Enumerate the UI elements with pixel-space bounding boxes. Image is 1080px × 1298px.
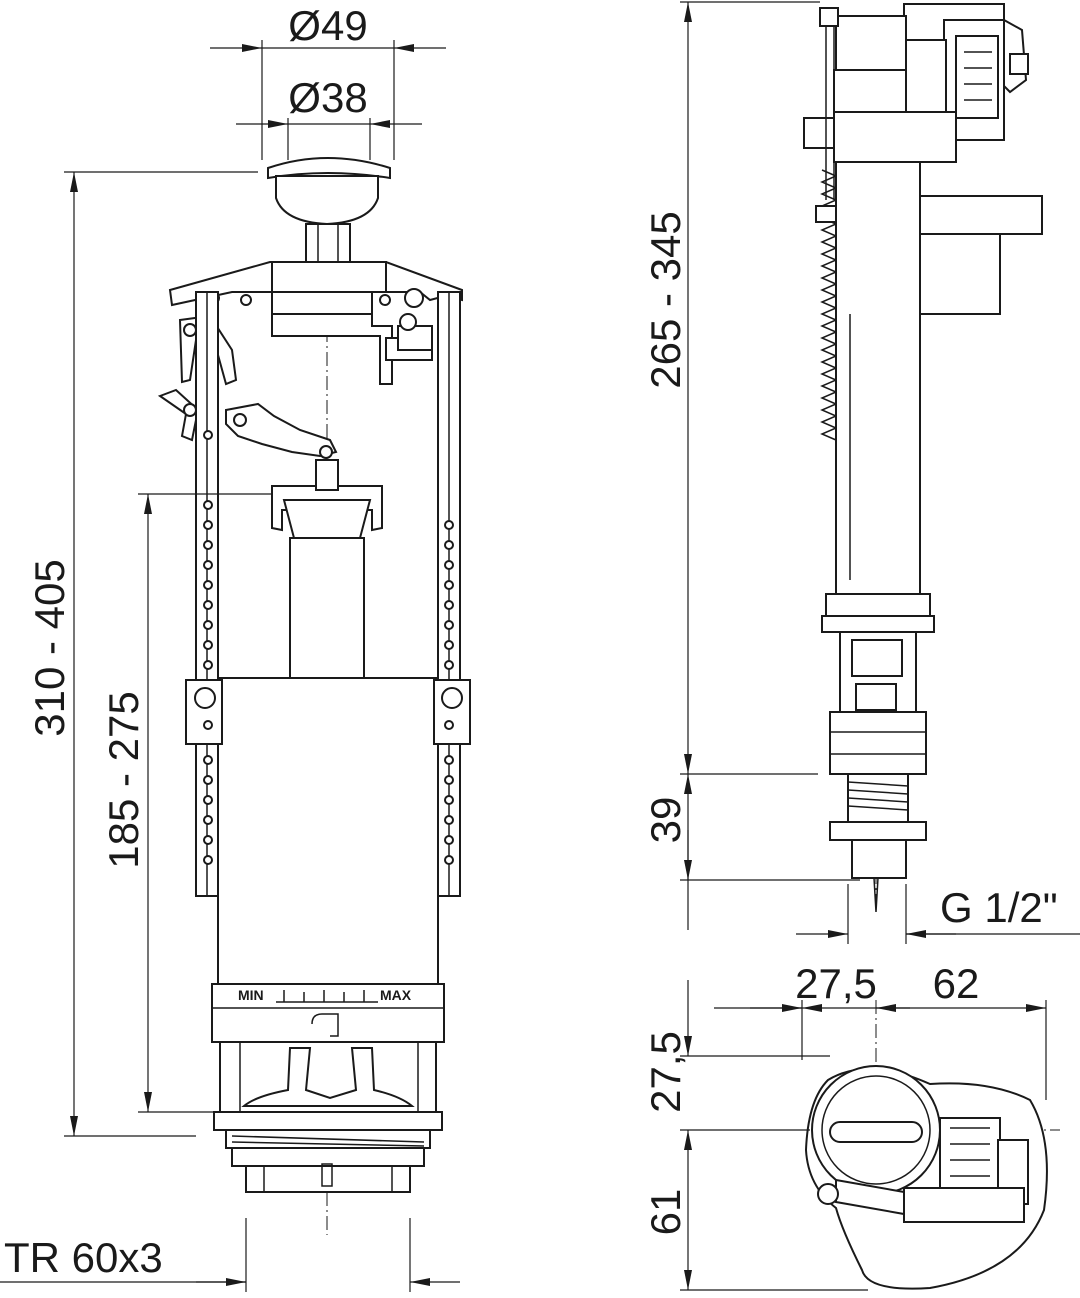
dim-flush-dia-outer: Ø49: [210, 2, 446, 160]
flush-threaded-base: [225, 1129, 431, 1193]
fill-shank-label: 39: [642, 797, 689, 844]
dim-top-vertical: 27,5 61: [642, 980, 868, 1291]
fill-height-label: 265 - 345: [642, 211, 689, 388]
dim-fill-shank: 39: [642, 774, 860, 930]
top-offset-right-label: 62: [933, 960, 980, 1007]
min-label: MIN: [238, 987, 264, 1003]
flush-left-rail: [195, 291, 219, 897]
top-view-outline: [804, 1065, 1048, 1290]
dim-overflow-height: 185 - 275: [100, 493, 272, 1113]
flush-valve-drawing: MIN MAX: [0, 2, 471, 1292]
fill-valve-head: [803, 3, 1029, 200]
max-label: MAX: [380, 987, 412, 1003]
top-offset-left-label: 27,5: [795, 960, 877, 1007]
fill-valve-top-view: 27,5 62 27,5 61: [642, 960, 1060, 1291]
flush-push-button: [267, 157, 391, 265]
flush-height-label: 310 - 405: [26, 559, 73, 736]
fill-valve-inlet: [829, 631, 927, 913]
flush-dia-outer-label: Ø49: [288, 2, 367, 49]
flush-dia-inner-label: Ø38: [288, 74, 367, 121]
top-offset-upper-label: 27,5: [642, 1031, 689, 1113]
dim-fill-thread: G 1/2": [796, 884, 1080, 944]
dim-flush-height: 310 - 405: [26, 171, 258, 1137]
top-offset-lower-label: 61: [642, 1189, 689, 1236]
dim-fill-height: 265 - 345: [642, 1, 820, 775]
flush-lower-cage: [213, 1041, 443, 1131]
flush-scale-ring: MIN MAX: [211, 983, 445, 1043]
fill-valve-riser-tube: [821, 161, 935, 633]
flush-right-rail: [437, 291, 461, 897]
fill-valve-drawing: 265 - 345 39 G 1/2": [642, 1, 1080, 944]
flush-lever-frame: [157, 261, 463, 459]
flush-main-body: [185, 677, 471, 985]
dim-flush-dia-inner: Ø38: [236, 74, 422, 160]
fill-thread-label: G 1/2": [940, 884, 1058, 931]
flush-overflow-tube: [271, 459, 383, 679]
dim-top-horizontal: 27,5 62: [714, 960, 1047, 1100]
flush-thread-label: TR 60x3: [4, 1234, 163, 1281]
dim-flush-thread: TR 60x3: [0, 1218, 460, 1292]
overflow-height-label: 185 - 275: [100, 691, 147, 868]
